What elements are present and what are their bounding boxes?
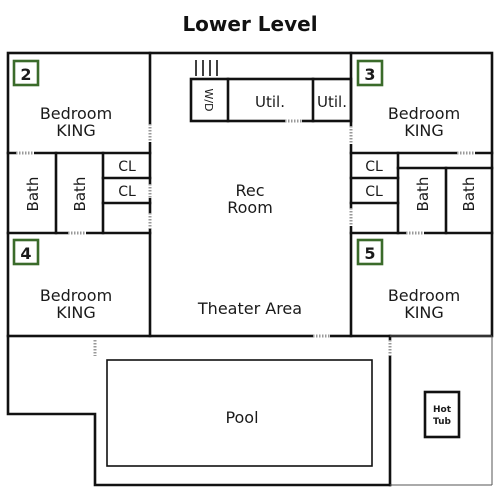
utility-2-label: Util.	[317, 93, 347, 111]
bedroom-5-bed: KING	[404, 303, 444, 322]
rec-room-label-2: Room	[227, 198, 273, 217]
bedroom-2-bed: KING	[56, 121, 96, 140]
room-labels: Bedroom KING Bedroom KING Bedroom KING B…	[24, 88, 478, 427]
patio-left-wall	[6, 334, 392, 487]
bedroom-3-label: Bedroom	[388, 104, 460, 123]
bedroom-2-label: Bedroom	[40, 104, 112, 123]
bedroom-4-bed: KING	[56, 303, 96, 322]
door-marks	[16, 119, 475, 356]
badge-4	[12, 238, 40, 266]
room-badges: 2 3 4 5	[12, 59, 384, 266]
closet-left-2-label: CL	[118, 184, 136, 200]
hot-tub-label-2: Tub	[433, 417, 452, 427]
bath-left-1-label: Bath	[24, 177, 42, 212]
closet-right-1-label: CL	[365, 159, 383, 175]
bath-right-2-label: Bath	[460, 177, 478, 212]
badge-3-number: 3	[364, 65, 375, 84]
bath-left-2-label: Bath	[71, 177, 89, 212]
badge-2	[12, 59, 40, 87]
badge-5	[356, 238, 384, 266]
pool-shape	[106, 359, 373, 467]
badge-5-number: 5	[364, 244, 375, 263]
badge-2-number: 2	[20, 65, 31, 84]
rec-room-label: Rec	[235, 181, 264, 200]
badge-4-number: 4	[20, 244, 31, 263]
outer-wall	[6, 51, 494, 338]
pool-label: Pool	[225, 408, 258, 427]
hot-tub-label: Hot	[433, 405, 452, 415]
floor-title: Lower Level	[182, 12, 318, 36]
closet-right-2-label: CL	[365, 184, 383, 200]
bedroom-3-bed: KING	[404, 121, 444, 140]
washer-dryer-label: W/D	[202, 88, 215, 111]
closet-left-1-label: CL	[118, 159, 136, 175]
utility-1-label: Util.	[255, 93, 285, 111]
stairs-icon	[195, 60, 218, 76]
patio-lines	[390, 335, 493, 486]
utility-block	[189, 77, 353, 123]
bath-right-1-label: Bath	[414, 177, 432, 212]
badge-3	[356, 59, 384, 87]
theater-area-label: Theater Area	[197, 299, 302, 318]
bedroom-4-label: Bedroom	[40, 286, 112, 305]
bedroom-5-label: Bedroom	[388, 286, 460, 305]
hot-tub-shape	[423, 390, 461, 439]
walls	[6, 51, 494, 487]
